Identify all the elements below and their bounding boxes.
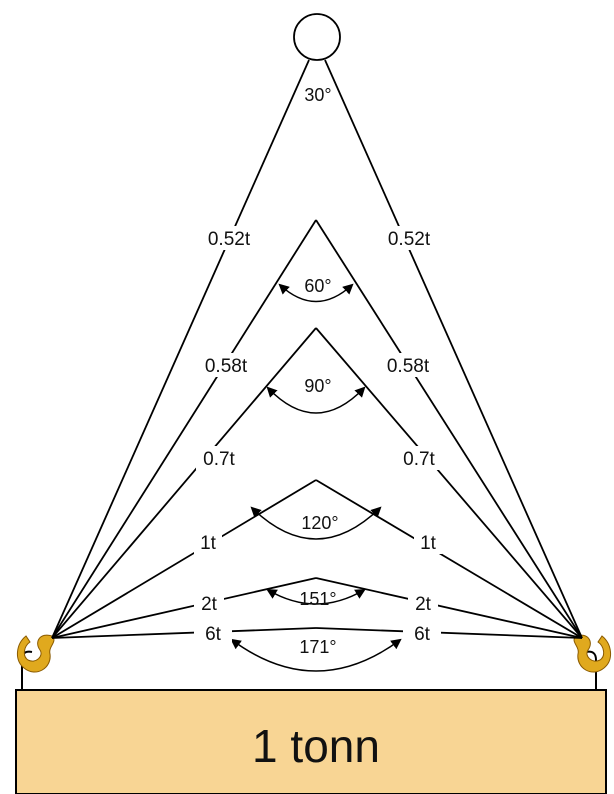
crane-ring	[294, 14, 340, 60]
tension-labels-right: 0.52t 0.58t 0.7t 1t 2t 6t	[377, 226, 442, 645]
tension-right-120: 1t	[420, 533, 437, 554]
angle-label-171: 171°	[299, 637, 336, 657]
sling-30-right	[325, 60, 582, 638]
angle-label-90: 90°	[304, 376, 331, 396]
sling-90-left	[52, 328, 316, 638]
right-hook-icon	[574, 635, 611, 672]
sling-90-right	[316, 328, 582, 638]
angle-label-151: 151°	[299, 589, 336, 609]
tension-left-151: 2t	[201, 594, 218, 615]
tension-left-120: 1t	[200, 533, 217, 554]
sling-60-right	[316, 220, 582, 638]
sling-120-right	[316, 480, 582, 638]
angle-label-120: 120°	[301, 513, 338, 533]
angle-label-60: 60°	[304, 276, 331, 296]
tension-labels-left: 0.52t 0.58t 0.7t 1t 2t 6t	[194, 226, 258, 645]
tension-left-171: 6t	[205, 624, 222, 645]
tension-right-151: 2t	[415, 594, 432, 615]
sling-30	[52, 60, 582, 638]
angle-label-30: 30°	[304, 85, 331, 105]
tension-left-90: 0.7t	[203, 449, 235, 470]
tension-right-30: 0.52t	[388, 229, 431, 250]
tension-right-60: 0.58t	[387, 356, 430, 377]
tension-right-90: 0.7t	[403, 449, 435, 470]
load-label: 1 tonn	[252, 720, 380, 772]
sling-30-left	[52, 60, 309, 638]
left-hook-icon	[17, 635, 54, 672]
sling-120-left	[52, 480, 316, 638]
tension-left-60: 0.58t	[205, 356, 248, 377]
sling-120	[52, 480, 582, 638]
tension-right-171: 6t	[414, 624, 431, 645]
sling-60-left	[52, 220, 316, 638]
tension-left-30: 0.52t	[208, 229, 251, 250]
